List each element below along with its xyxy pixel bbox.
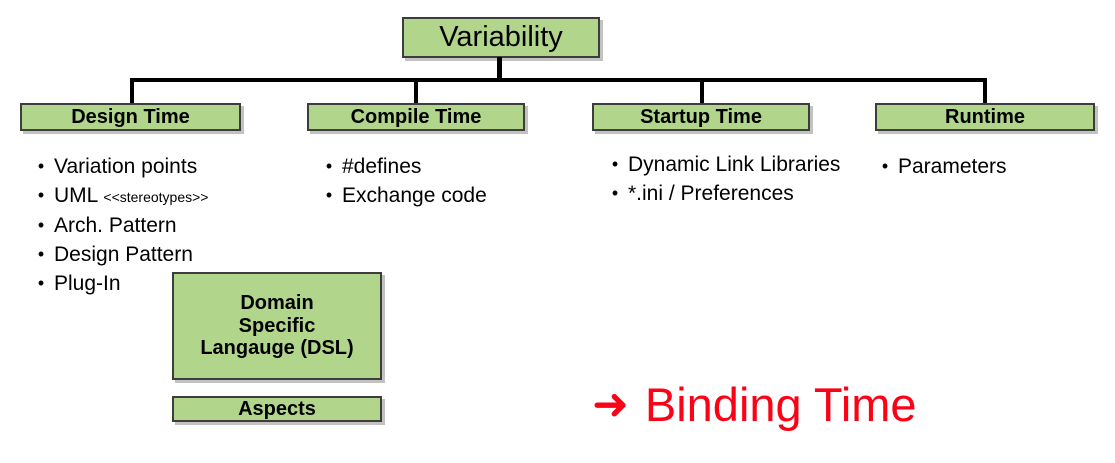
connector-horizontal-bus [130,78,987,82]
node-design-time-label: Design Time [71,105,190,128]
node-startup-time-label: Startup Time [640,105,762,128]
bullet-dot-icon: • [37,185,45,206]
connector-drop-design-time [130,78,134,105]
bullet-dot-icon: • [611,154,619,174]
list-item: • Variation points [28,153,298,180]
bullet-list-runtime: • Parameters [872,153,1102,182]
list-item: • Plug-In [28,270,298,297]
bullet-dot-icon: • [37,156,45,176]
list-item-text: Dynamic Link Libraries [628,153,841,176]
list-item: • #defines [316,153,566,180]
bullet-dot-icon: • [325,156,333,176]
list-item-text: #defines [342,155,422,178]
node-runtime-label: Runtime [945,105,1025,128]
list-item: • Dynamic Link Libraries [602,151,857,178]
list-item: • *.ini / Preferences [602,180,857,207]
connector-drop-runtime [983,78,987,105]
bullet-list-compile-time: • #defines • Exchange code [316,153,566,212]
node-variability: Variability [402,17,600,58]
list-item-main: UML [54,184,104,208]
list-item-text: Variation points [54,155,198,178]
node-design-time: Design Time [20,103,241,131]
bullet-dot-icon: • [611,183,619,204]
bullet-dot-icon: • [37,273,45,294]
bullet-dot-icon: • [37,214,45,235]
list-item: • Parameters [872,153,1102,180]
bullet-dot-icon: • [325,185,333,206]
bullet-dot-icon: • [881,156,889,176]
bullet-list-design-time: • Variation points • UML <<stereotypes>>… [28,153,298,299]
list-item-stereotype: <<stereotypes>> [103,189,209,206]
node-aspects-label: Aspects [238,397,316,420]
node-aspects: Aspects [172,396,382,422]
node-variability-label: Variability [439,21,563,54]
list-item: • Arch. Pattern [28,212,298,239]
bullet-dot-icon: • [37,243,45,264]
list-item-text: *.ini / Preferences [628,182,794,206]
binding-time-label: Binding Time [644,378,917,431]
connector-root-stem [497,57,502,82]
node-compile-time: Compile Time [307,103,525,131]
list-item-text: Exchange code [342,184,487,208]
binding-time-callout: ➜ Binding Time [592,381,917,428]
node-runtime: Runtime [875,103,1095,131]
list-item-text: Arch. Pattern [54,213,177,237]
node-dsl-line-1: Domain [240,292,314,315]
list-item: • UML <<stereotypes>> [28,182,298,209]
list-item-text: Plug-In [54,272,121,296]
node-compile-time-label: Compile Time [350,105,482,128]
connector-drop-compile-time [414,78,418,105]
list-item: • Design Pattern [28,241,298,268]
list-item: • Exchange code [316,182,566,209]
list-item-text: Parameters [898,155,1007,178]
node-dsl-line-3: Langauge (DSL) [200,337,354,360]
connector-drop-startup-time [700,78,704,105]
bullet-list-startup-time: • Dynamic Link Libraries • *.ini / Prefe… [602,151,857,210]
node-startup-time: Startup Time [592,103,810,131]
list-item-text: UML <<stereotypes>> [54,182,298,209]
node-dsl-line-2: Specific [238,314,316,337]
list-item-text: Design Pattern [54,242,193,266]
node-domain-specific-language: Domain Specific Langauge (DSL) [172,272,382,380]
right-arrow-icon: ➜ [592,378,629,430]
